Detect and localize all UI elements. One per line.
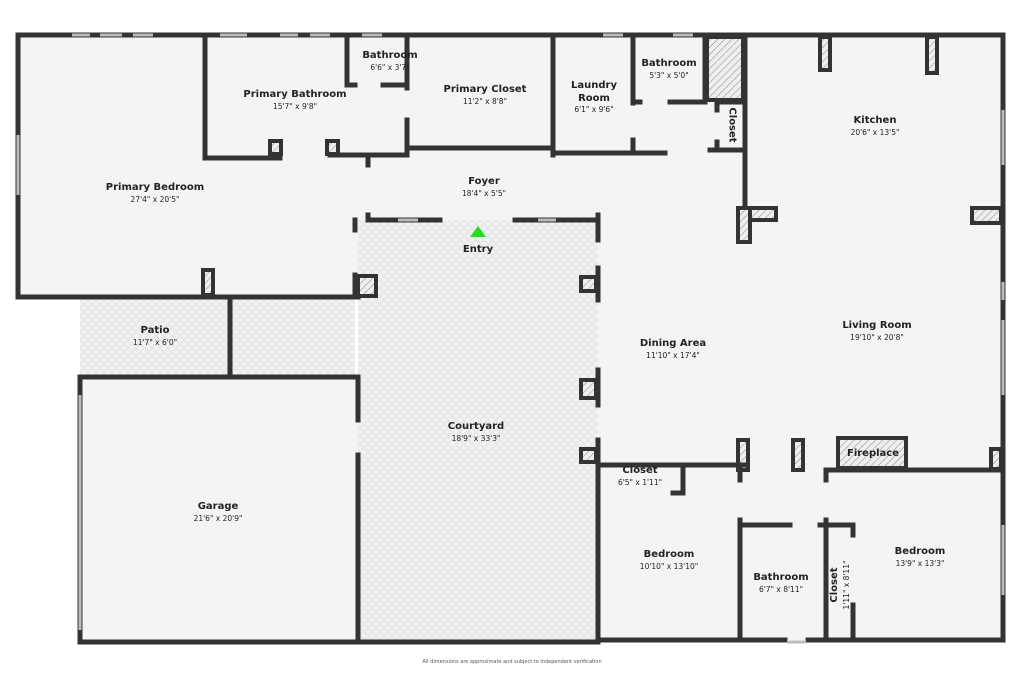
room-dimensions: 18'9" x 33'3" <box>451 433 501 443</box>
room-dimensions: 1'11" x 8'11" <box>841 560 851 610</box>
room-name: Living Room <box>842 320 912 332</box>
disclaimer: All dimensions are approximate and subje… <box>422 659 602 665</box>
room-name: Garage <box>197 501 239 513</box>
room-dimensions: 11'2" x 8'8" <box>462 96 508 106</box>
room-dimensions: 5'3" x 5'0" <box>649 70 689 80</box>
room-name: Entry <box>462 243 494 255</box>
room-name: Closet <box>622 465 658 477</box>
room-name: Bedroom <box>894 546 946 558</box>
room-closet: Closet <box>725 107 738 143</box>
room-dimensions: 27'4" x 20'5" <box>130 194 180 204</box>
room-name: Foyer <box>468 176 500 188</box>
room-name: Courtyard <box>447 421 505 433</box>
room-name: Fireplace <box>846 447 900 459</box>
room-dimensions: 21'6" x 20'9" <box>193 513 243 523</box>
room-name: Laundry Room <box>571 79 617 104</box>
room-name: Primary Bathroom <box>243 89 347 101</box>
room-name: Kitchen <box>853 115 897 127</box>
room-dimensions: 6'1" x 9'6" <box>574 104 614 114</box>
room-name: Bathroom <box>753 572 809 584</box>
room-name: Bedroom <box>643 549 695 561</box>
room-dimensions: 19'10" x 20'8" <box>850 332 904 342</box>
room-name: Closet <box>726 107 738 143</box>
fireplace-label: Fireplace <box>847 448 899 461</box>
room-dimensions: 10'10" x 13'10" <box>639 561 699 571</box>
windows <box>16 33 1005 644</box>
room-dimensions: 11'7" x 6'0" <box>132 337 178 347</box>
room-name: Bathroom <box>362 50 418 62</box>
room-name: Primary Closet <box>443 84 527 96</box>
room-name: Dining Area <box>639 338 707 350</box>
entry-label: Entry <box>463 244 493 257</box>
entry-marker-icon <box>470 226 486 237</box>
room-name: Bathroom <box>641 58 697 70</box>
patio-floor <box>80 297 230 377</box>
room-dimensions: 15'7" x 9'8" <box>272 101 318 111</box>
room-dimensions: 18'4" x 5'5" <box>461 188 507 198</box>
room-dimensions: 20'6" x 13'5" <box>850 127 900 137</box>
courtyard-floor <box>358 220 598 642</box>
room-dimensions: 6'6" x 3'7" <box>370 62 410 72</box>
room-dimensions: 11'10" x 17'4" <box>646 350 700 360</box>
room-name: Primary Bedroom <box>105 182 205 194</box>
room-name: Patio <box>140 325 170 337</box>
room-dimensions: 6'5" x 1'11" <box>617 477 663 487</box>
room-dimensions: 6'7" x 8'11" <box>758 584 804 594</box>
room-name: Closet <box>829 567 841 603</box>
room-dimensions: 13'9" x 13'3" <box>895 558 945 568</box>
